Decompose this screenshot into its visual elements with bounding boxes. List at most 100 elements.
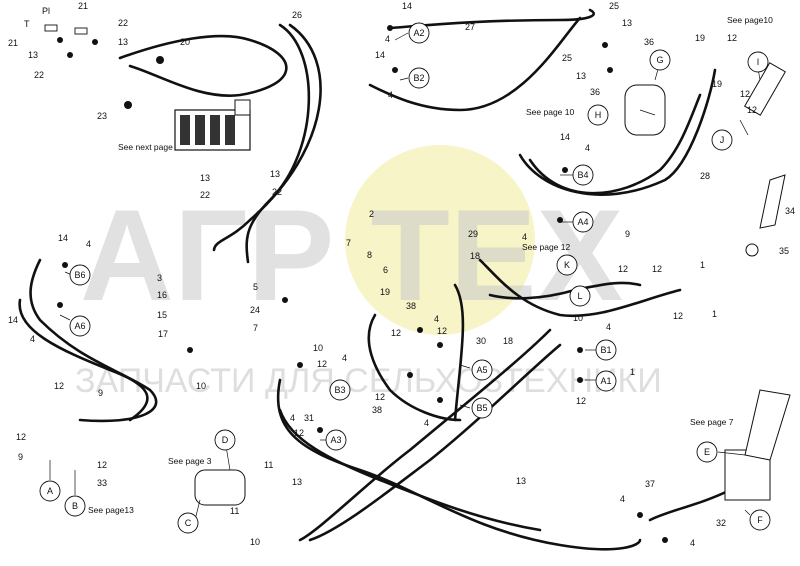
part-number: 4 — [30, 334, 35, 344]
circle-label-f: F — [757, 515, 763, 525]
part-number: 12 — [375, 392, 385, 402]
part-number: 35 — [779, 246, 789, 256]
part-number: 16 — [157, 290, 167, 300]
part-number: 13 — [270, 169, 280, 179]
port-p-label: Pl — [42, 6, 50, 16]
part-number: 4 — [620, 494, 625, 504]
part-number: 19 — [712, 79, 722, 89]
part-numbers: 21 13 22 21 13 22 26 20 23 14 4 14 4 27 … — [8, 1, 795, 548]
part-number: 2 — [369, 209, 374, 219]
part-number: 1 — [700, 260, 705, 270]
part-number: 38 — [372, 405, 382, 415]
part-number: 17 — [158, 329, 168, 339]
port-t-label: T — [24, 19, 30, 29]
part-number: 24 — [250, 305, 260, 315]
circle-label-a5: A5 — [476, 365, 487, 375]
part-number: 4 — [342, 353, 347, 363]
circle-label-b4: B4 — [577, 170, 588, 180]
watermark-gear-disc — [345, 145, 535, 335]
part-number: 3 — [157, 273, 162, 283]
part-number: 22 — [34, 70, 44, 80]
part-number: 13 — [118, 37, 128, 47]
part-number: 14 — [375, 50, 385, 60]
part-number: 13 — [622, 18, 632, 28]
note-see-next-page: See next page — [118, 142, 173, 152]
part-number: 12 — [727, 33, 737, 43]
part-number: 12 — [294, 428, 304, 438]
part-number: 26 — [292, 10, 302, 20]
part-number: 12 — [740, 89, 750, 99]
part-number: 1 — [712, 309, 717, 319]
part-number: 14 — [58, 233, 68, 243]
part-number: 10 — [196, 381, 206, 391]
part-number: 11 — [230, 506, 239, 516]
circle-label-d: D — [222, 435, 229, 445]
part-number: 4 — [606, 322, 611, 332]
circle-label-b: B — [72, 501, 78, 511]
part-number: 22 — [272, 187, 282, 197]
part-number: 12 — [437, 326, 447, 336]
part-number: 21 — [8, 38, 18, 48]
circle-label-g: G — [656, 55, 663, 65]
circle-label-a6: A6 — [74, 321, 85, 331]
circle-label-a: A — [47, 486, 53, 496]
part-number: 10 — [573, 313, 583, 323]
part-number: 14 — [402, 1, 412, 11]
note-see-page7: See page 7 — [690, 417, 734, 427]
callout-circles: A2 B2 G H I J B4 A4 K L B6 A6 A5 B5 B3 A… — [39, 22, 771, 534]
note-see-page12: See page 12 — [522, 242, 570, 252]
part-number: 12 — [652, 264, 662, 274]
part-number: 4 — [690, 538, 695, 548]
part-number: 28 — [700, 171, 710, 181]
part-number: 12 — [16, 432, 26, 442]
part-number: 10 — [313, 343, 323, 353]
page-references: See page10 See page 10 See next page See… — [24, 6, 773, 515]
note-see-page13: See page13 — [88, 505, 134, 515]
part-number: 12 — [97, 460, 107, 470]
circle-label-l: L — [577, 291, 582, 301]
part-number: 38 — [406, 301, 416, 311]
part-number: 27 — [465, 22, 475, 32]
part-number: 1 — [630, 367, 635, 377]
circle-label-k: K — [564, 260, 570, 270]
part-number: 18 — [503, 336, 513, 346]
part-number: 14 — [8, 315, 18, 325]
part-number: 9 — [18, 452, 23, 462]
circle-label-a2: A2 — [413, 28, 424, 38]
part-number: 4 — [522, 232, 527, 242]
circle-label-b1: B1 — [600, 345, 611, 355]
part-number: 22 — [200, 190, 210, 200]
control-valve-block — [174, 99, 251, 151]
part-number: 9 — [625, 229, 630, 239]
note-see-page10-mid: See page 10 — [526, 107, 574, 117]
part-number: 29 — [468, 229, 478, 239]
part-number: 13 — [200, 173, 210, 183]
circle-label-b6: B6 — [74, 270, 85, 280]
part-number: 9 — [98, 388, 103, 398]
part-number: 8 — [367, 250, 372, 260]
part-number: 25 — [562, 53, 572, 63]
watermark-logo-text: АГР ТЕХ — [80, 182, 623, 328]
part-number: 12 — [391, 328, 401, 338]
part-number: 15 — [157, 310, 167, 320]
part-number: 21 — [78, 1, 88, 11]
circle-label-j: J — [720, 135, 725, 145]
circle-label-i: I — [757, 57, 760, 67]
part-number: 4 — [385, 34, 390, 44]
part-number: 12 — [747, 105, 757, 115]
circle-label-h: H — [595, 110, 602, 120]
part-number: 30 — [476, 336, 486, 346]
part-number: 4 — [290, 413, 295, 423]
cylinders — [194, 62, 791, 506]
part-number: 12 — [54, 381, 64, 391]
circle-label-b2: B2 — [413, 73, 424, 83]
note-see-page10-top: See page10 — [727, 15, 773, 25]
part-number: 36 — [644, 37, 654, 47]
part-number: 12 — [618, 264, 628, 274]
part-number: 12 — [673, 311, 683, 321]
part-number: 4 — [585, 143, 590, 153]
part-number: 7 — [253, 323, 258, 333]
part-number: 22 — [118, 18, 128, 28]
part-number: 4 — [434, 314, 439, 324]
